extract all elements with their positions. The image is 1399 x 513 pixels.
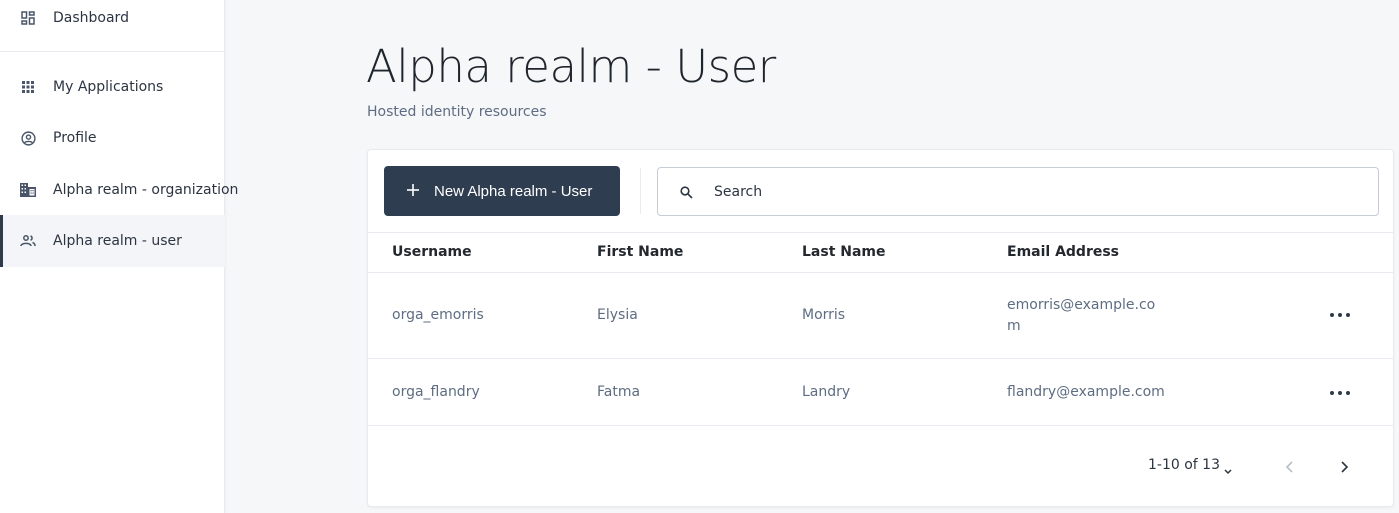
sidebar: Dashboard My Applications Profile bbox=[0, 0, 238, 513]
search-field[interactable] bbox=[657, 167, 1379, 216]
sidebar-item-alpha-realm-organization[interactable]: Alpha realm - organization bbox=[0, 164, 238, 216]
column-header-email[interactable]: Email Address bbox=[1007, 244, 1120, 260]
next-page-icon[interactable] bbox=[1338, 459, 1350, 475]
sidebar-item-alpha-realm-user[interactable]: Alpha realm - user bbox=[0, 215, 225, 267]
search-icon bbox=[680, 184, 694, 199]
sidebar-divider bbox=[0, 51, 225, 52]
more-actions-icon[interactable] bbox=[1330, 388, 1350, 398]
cell-username: orga_flandry bbox=[392, 384, 480, 400]
divider bbox=[368, 358, 1393, 359]
sidebar-item-profile[interactable]: Profile bbox=[0, 112, 225, 164]
page-subtitle: Hosted identity resources bbox=[367, 104, 547, 120]
previous-page-icon[interactable] bbox=[1284, 459, 1296, 475]
new-user-button[interactable]: New Alpha realm - User bbox=[384, 166, 620, 216]
column-header-username[interactable]: Username bbox=[392, 244, 472, 260]
users-card: New Alpha realm - User Username First Na… bbox=[367, 149, 1394, 507]
sidebar-item-label: Alpha realm - organization bbox=[53, 182, 239, 198]
people-icon bbox=[20, 233, 36, 249]
pagination-range[interactable]: 1-10 of 13 bbox=[1148, 457, 1220, 473]
plus-icon bbox=[406, 180, 420, 200]
divider bbox=[368, 425, 1393, 426]
table-row[interactable]: orga_flandry Fatma Landry flandry@exampl… bbox=[368, 359, 1393, 425]
divider bbox=[368, 232, 1393, 233]
cell-email: emorris@example.com bbox=[1007, 297, 1156, 334]
chevron-down-icon[interactable] bbox=[1223, 461, 1233, 475]
building-icon bbox=[20, 182, 36, 198]
divider bbox=[368, 272, 1393, 273]
sidebar-item-label: My Applications bbox=[53, 79, 164, 95]
dashboard-icon bbox=[20, 10, 36, 26]
cell-last-name: Landry bbox=[802, 384, 851, 400]
cell-email: flandry@example.com bbox=[1007, 384, 1165, 400]
column-header-last-name[interactable]: Last Name bbox=[802, 244, 886, 260]
column-header-first-name[interactable]: First Name bbox=[597, 244, 684, 260]
sidebar-item-dashboard[interactable]: Dashboard bbox=[0, 0, 225, 44]
search-input[interactable] bbox=[714, 180, 1354, 204]
cell-last-name: Morris bbox=[802, 307, 846, 323]
sidebar-item-label: Profile bbox=[53, 130, 97, 146]
sidebar-item-label: Dashboard bbox=[53, 10, 129, 26]
sidebar-item-label: Alpha realm - user bbox=[53, 233, 182, 249]
sidebar-item-my-applications[interactable]: My Applications bbox=[0, 61, 225, 113]
new-user-button-label: New Alpha realm - User bbox=[434, 182, 593, 200]
page-title: Alpha realm - User bbox=[366, 40, 776, 93]
toolbar-divider bbox=[640, 168, 641, 214]
more-actions-icon[interactable] bbox=[1330, 310, 1350, 320]
cell-first-name: Elysia bbox=[597, 307, 638, 323]
cell-first-name: Fatma bbox=[597, 384, 641, 400]
cell-username: orga_emorris bbox=[392, 307, 484, 323]
table-row[interactable]: orga_emorris Elysia Morris emorris@examp… bbox=[368, 273, 1393, 358]
profile-circle-icon bbox=[20, 130, 36, 146]
apps-grid-icon bbox=[20, 79, 36, 95]
